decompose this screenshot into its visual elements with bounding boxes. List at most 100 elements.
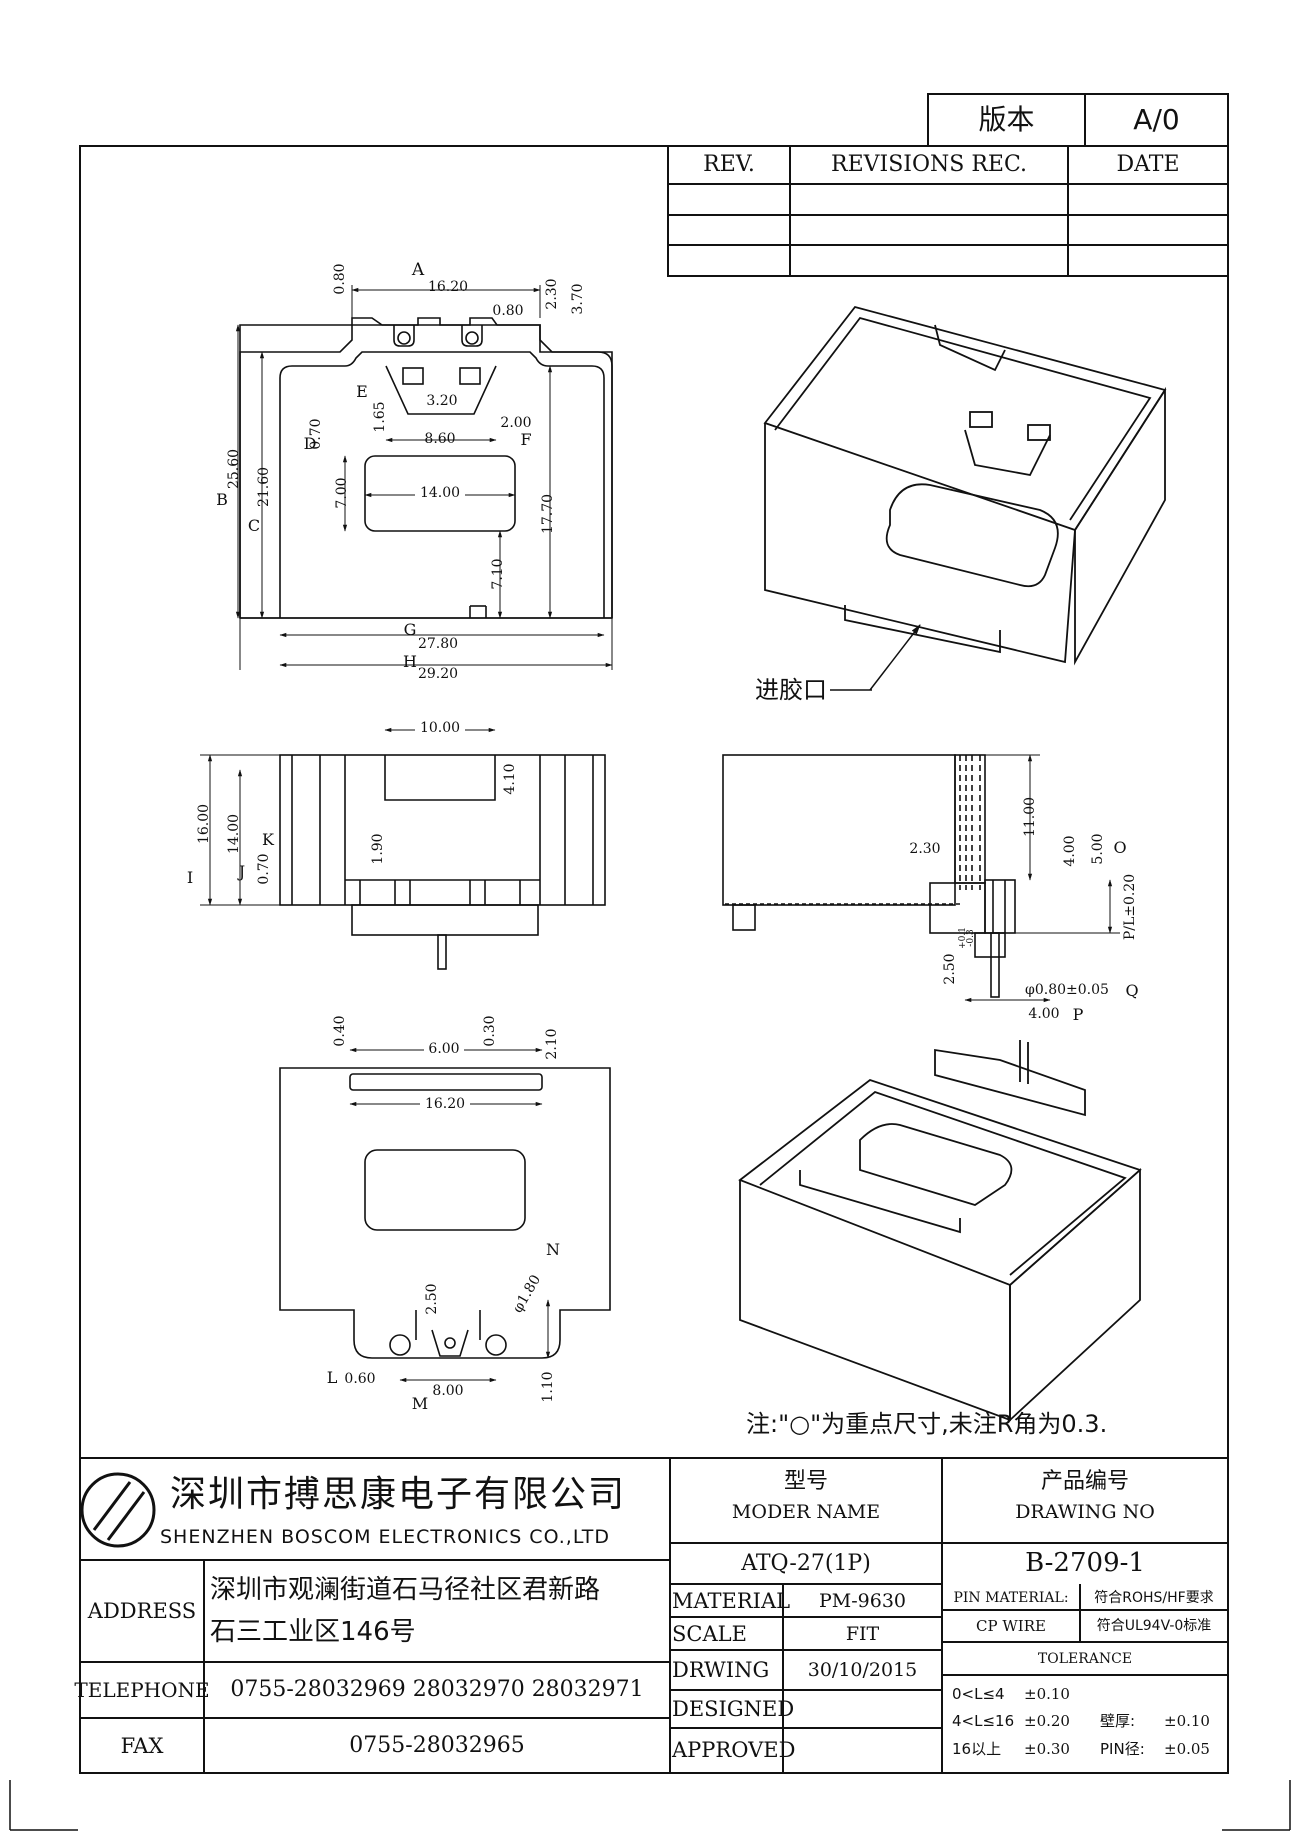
iso-view-bottom	[738, 1040, 1142, 1423]
tolerance-value-3: ±0.30	[1024, 1739, 1070, 1758]
dim-top-offset: 2.00	[500, 415, 532, 431]
dim-side-pin-offset: 4.00	[1028, 1006, 1060, 1022]
dim-front-height: 16.00	[196, 803, 212, 845]
marker-E: E	[356, 382, 368, 401]
address-label: ADDRESS	[87, 1598, 197, 1623]
dim-top-tab-right: 2.30	[544, 278, 560, 310]
marker-L: L	[326, 1368, 338, 1387]
dim-bottom-tab-height: 1.10	[540, 1371, 556, 1403]
tolerance-range-2: 4<L≤16	[952, 1711, 1015, 1730]
marker-J: J	[238, 862, 246, 881]
dim-top-width: 16.20	[427, 279, 469, 295]
marker-G: G	[403, 620, 417, 639]
sheet-frame	[79, 93, 1229, 1774]
fax-label: FAX	[120, 1733, 164, 1758]
wall-tolerance-value: ±0.10	[1164, 1711, 1210, 1730]
marker-C: C	[247, 516, 261, 535]
tolerance-value-1: ±0.10	[1024, 1684, 1070, 1703]
dim-top-slot: 0.80	[492, 303, 524, 319]
dim-side-base: 5.00	[1090, 833, 1106, 865]
dim-side-standoff: 2.50	[942, 953, 958, 985]
dim-front-slot-depth: 4.10	[502, 763, 518, 795]
pin-tolerance-label: PIN径:	[1100, 1739, 1145, 1758]
drawing-no-label-cn: 产品编号	[1040, 1469, 1129, 1494]
dim-top-window-width: 14.00	[415, 484, 465, 502]
tolerance-range-3: 16以上	[952, 1739, 1002, 1758]
dim-side-height: 11.00	[1022, 796, 1038, 838]
dim-bottom-notch: 2.50	[424, 1283, 440, 1315]
compliance-ul: 符合UL94V-0标准	[1096, 1618, 1212, 1634]
approved-label: APPROVED	[672, 1737, 796, 1762]
side-view	[722, 754, 1016, 998]
version-value: A/0	[1133, 103, 1180, 136]
model-value: ATQ-27(1P)	[741, 1551, 871, 1576]
dim-top-depth: 1.65	[372, 401, 388, 433]
marker-B: B	[216, 490, 228, 509]
top-view	[239, 317, 613, 619]
title-block-grid	[80, 1457, 1228, 1773]
drawing-no-value: B-2709-1	[1025, 1548, 1145, 1578]
marker-M: M	[411, 1394, 429, 1413]
dim-top-tab-left: 0.80	[332, 263, 348, 295]
pin-material-label: PIN MATERIAL:	[953, 1590, 1069, 1606]
marker-D: D	[303, 434, 317, 453]
address-line2: 石三工业区146号	[210, 1617, 416, 1647]
telephone-label: TELEPHONE	[74, 1678, 210, 1702]
material-label: MATERIAL	[672, 1588, 791, 1613]
dim-front-inner-height: 14.00	[226, 813, 242, 855]
designed-value	[785, 1692, 940, 1726]
marker-F: F	[520, 430, 532, 449]
tolerance-title: TOLERANCE	[1037, 1651, 1133, 1667]
marker-N: N	[546, 1240, 560, 1259]
front-view	[279, 754, 606, 970]
material-value: PM-9630	[818, 1589, 906, 1612]
dim-top-inner-width: 27.80	[417, 636, 459, 652]
dim-side-wall: 2.30	[909, 841, 941, 857]
drawing-no-label-en: DRAWING NO	[1015, 1500, 1155, 1523]
model-label-en: MODER NAME	[731, 1500, 881, 1523]
rev-header: REV.	[703, 152, 755, 177]
gate-label: 进胶口	[755, 676, 827, 704]
dim-side-pin-length: P/L±0.20	[1122, 873, 1138, 941]
pin-material-value: CP WIRE	[976, 1616, 1046, 1635]
dim-top-bottom-offset: 7.10	[490, 558, 506, 590]
pin-tolerance-value: ±0.05	[1164, 1739, 1210, 1758]
dim-top-inner: 3.20	[426, 393, 458, 409]
model-label-cn: 型号	[783, 1469, 828, 1494]
note-text: 注:"○"为重点尺寸,未注R角为0.3.	[746, 1410, 1108, 1438]
crop-marks	[9, 1780, 1291, 1831]
bottom-view	[279, 1067, 611, 1359]
dim-side-rib: 4.00	[1062, 835, 1078, 867]
wall-tolerance-label: 壁厚:	[1100, 1711, 1136, 1730]
company-name-en: SHENZHEN BOSCOM ELECTRONICS CO.,LTD	[160, 1525, 611, 1548]
dim-top-outer-height: 25.60	[226, 448, 242, 490]
dim-bottom-bar-height: 2.10	[544, 1028, 560, 1060]
compliance-rohs: 符合ROHS/HF要求	[1094, 1590, 1214, 1606]
dim-side-pin-diameter: φ0.80±0.05	[1025, 982, 1109, 998]
marker-O: O	[1113, 838, 1127, 857]
dim-bottom-tab: 0.60	[344, 1371, 376, 1387]
drawing-date-value: 30/10/2015	[807, 1658, 918, 1681]
dim-bottom-bar-width: 6.00	[424, 1040, 464, 1058]
date-header: DATE	[1116, 152, 1180, 177]
tolerance-value-2: ±0.20	[1024, 1711, 1070, 1730]
dim-top-tab-height: 3.70	[570, 283, 586, 315]
dim-top-outer-width: 29.20	[417, 666, 459, 682]
company-name-cn: 深圳市搏思康电子有限公司	[170, 1474, 627, 1515]
tolerance-range-1: 0<L≤4	[952, 1684, 1005, 1703]
marker-P: P	[1072, 1005, 1084, 1024]
dim-front-slot-width: 10.00	[415, 719, 465, 737]
designed-label: DESIGNED	[672, 1696, 795, 1721]
dim-top-ridge: 8.60	[424, 431, 456, 447]
dim-bottom-width: 16.20	[420, 1095, 470, 1113]
drawing-date-label: DRWING	[672, 1657, 770, 1682]
version-label: 版本	[978, 103, 1035, 136]
dim-bottom-right-gap: 0.30	[482, 1015, 498, 1047]
telephone-value: 0755-28032969 28032970 28032971	[230, 1677, 644, 1702]
marker-A: A	[411, 259, 425, 280]
approved-value	[785, 1730, 940, 1770]
dim-front-step: 1.90	[370, 833, 386, 865]
marker-K: K	[262, 830, 274, 849]
dim-bottom-left-gap: 0.40	[332, 1015, 348, 1047]
revisions-rec-header: REVISIONS REC.	[831, 152, 1027, 177]
